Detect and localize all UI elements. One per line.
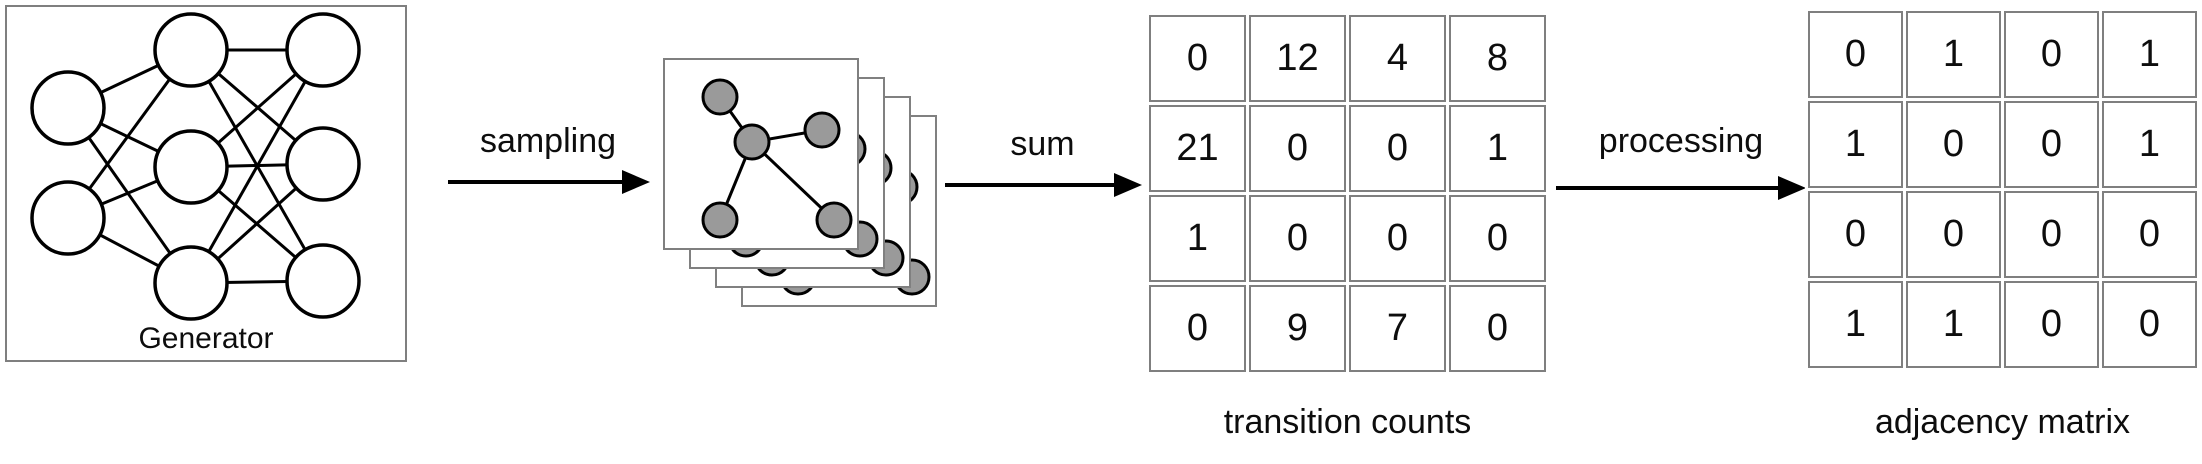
sum-label: sum <box>1010 125 1075 163</box>
matrix-cell: 0 <box>2102 281 2197 368</box>
matrix-cell: 0 <box>1906 101 2001 188</box>
matrix-cell: 0 <box>1449 285 1546 372</box>
sampling-label: sampling <box>479 122 617 160</box>
matrix-cell: 1 <box>1808 101 1903 188</box>
matrix-cell: 0 <box>1449 195 1546 282</box>
matrix-cell: 1 <box>1449 105 1546 192</box>
matrix-cell: 1 <box>2102 11 2197 98</box>
transition-counts-caption: transition counts <box>1223 403 1472 441</box>
matrix-cell: 0 <box>1149 285 1246 372</box>
matrix-cell: 1 <box>2102 101 2197 188</box>
matrix-cell: 1 <box>1149 195 1246 282</box>
table-row: 1 0 0 1 <box>1808 101 2197 188</box>
matrix-cell: 0 <box>2004 101 2099 188</box>
matrix-cell: 0 <box>2004 281 2099 368</box>
neural-network-icon <box>30 12 361 321</box>
matrix-cell: 4 <box>1349 15 1446 102</box>
processing-label: processing <box>1598 122 1764 160</box>
matrix-cell: 0 <box>1349 195 1446 282</box>
sampling-arrow-icon <box>448 170 650 194</box>
generator-label: Generator <box>138 322 274 355</box>
matrix-cell: 0 <box>2004 191 2099 278</box>
matrix-cell: 0 <box>1906 191 2001 278</box>
matrix-cell: 0 <box>2004 11 2099 98</box>
matrix-cell: 9 <box>1249 285 1346 372</box>
processing-arrow-icon <box>1556 176 1806 200</box>
matrix-cell: 1 <box>1906 11 2001 98</box>
matrix-cell: 8 <box>1449 15 1546 102</box>
matrix-cell: 0 <box>1808 11 1903 98</box>
matrix-cell: 7 <box>1349 285 1446 372</box>
matrix-cell: 0 <box>1249 195 1346 282</box>
table-row: 1 0 0 0 <box>1149 195 1546 282</box>
table-row: 1 1 0 0 <box>1808 281 2197 368</box>
sampled-graph-icon <box>701 78 853 239</box>
generator-box: Generator <box>5 5 407 362</box>
matrix-cell: 12 <box>1249 15 1346 102</box>
matrix-cell: 0 <box>1249 105 1346 192</box>
adjacency-matrix: 0 1 0 1 1 0 0 1 0 0 0 0 1 1 0 0 <box>1805 8 2200 371</box>
matrix-cell: 0 <box>1349 105 1446 192</box>
sum-arrow-icon <box>945 173 1142 197</box>
table-row: 0 0 0 0 <box>1808 191 2197 278</box>
table-row: 0 9 7 0 <box>1149 285 1546 372</box>
matrix-cell: 21 <box>1149 105 1246 192</box>
table-row: 0 1 0 1 <box>1808 11 2197 98</box>
sampled-graph-card <box>663 58 859 250</box>
matrix-cell: 1 <box>1808 281 1903 368</box>
matrix-cell: 0 <box>1808 191 1903 278</box>
table-row: 21 0 0 1 <box>1149 105 1546 192</box>
transition-counts-matrix: 0 12 4 8 21 0 0 1 1 0 0 0 0 9 7 0 <box>1146 12 1549 375</box>
matrix-cell: 0 <box>1149 15 1246 102</box>
matrix-cell: 0 <box>2102 191 2197 278</box>
sampled-graphs-stack <box>663 58 963 318</box>
matrix-cell: 1 <box>1906 281 2001 368</box>
adjacency-matrix-caption: adjacency matrix <box>1874 403 2131 441</box>
table-row: 0 12 4 8 <box>1149 15 1546 102</box>
